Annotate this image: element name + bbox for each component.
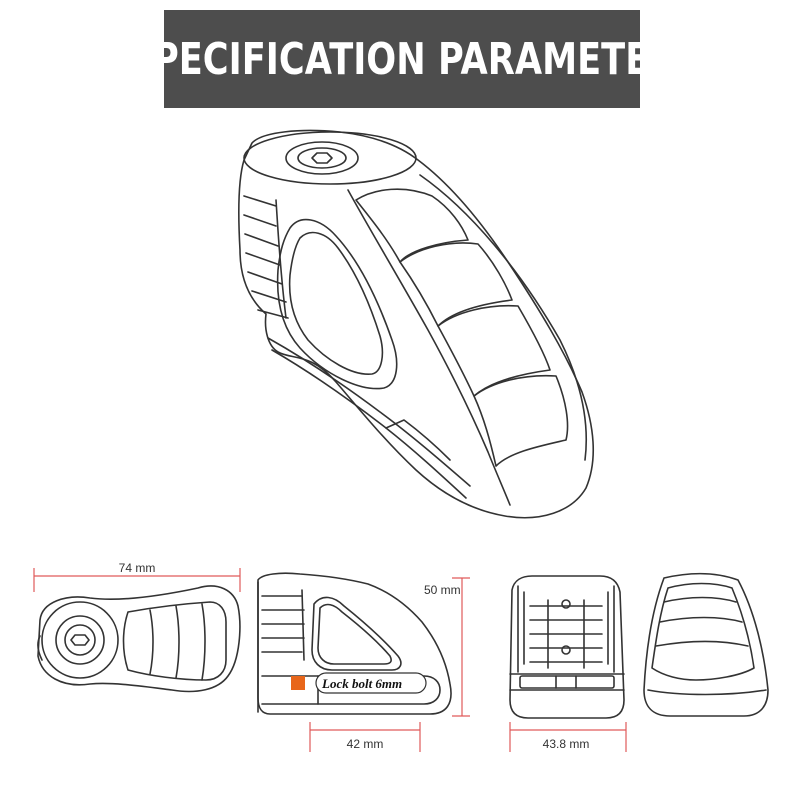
lock-top-view: [37, 585, 241, 693]
lock-bolt-label: Lock bolt 6mm: [321, 676, 402, 691]
lock-front-view: [509, 575, 625, 719]
page-title: SPECIFICATION PARAMETER: [127, 33, 677, 85]
title-banner: SPECIFICATION PARAMETER: [128, 10, 676, 108]
lock-bolt-label-box: [315, 672, 427, 694]
lock-back-view: [643, 572, 769, 717]
dimension-43-8mm: 43.8 mm: [543, 737, 590, 751]
dimension-lines: [33, 568, 627, 752]
lock-isometric-view: [238, 129, 594, 519]
dimension-50mm: 50 mm: [424, 583, 461, 597]
dimension-42mm: 42 mm: [347, 737, 384, 751]
bolt-marker: [291, 676, 305, 690]
dimension-74mm: 74 mm: [119, 561, 156, 575]
